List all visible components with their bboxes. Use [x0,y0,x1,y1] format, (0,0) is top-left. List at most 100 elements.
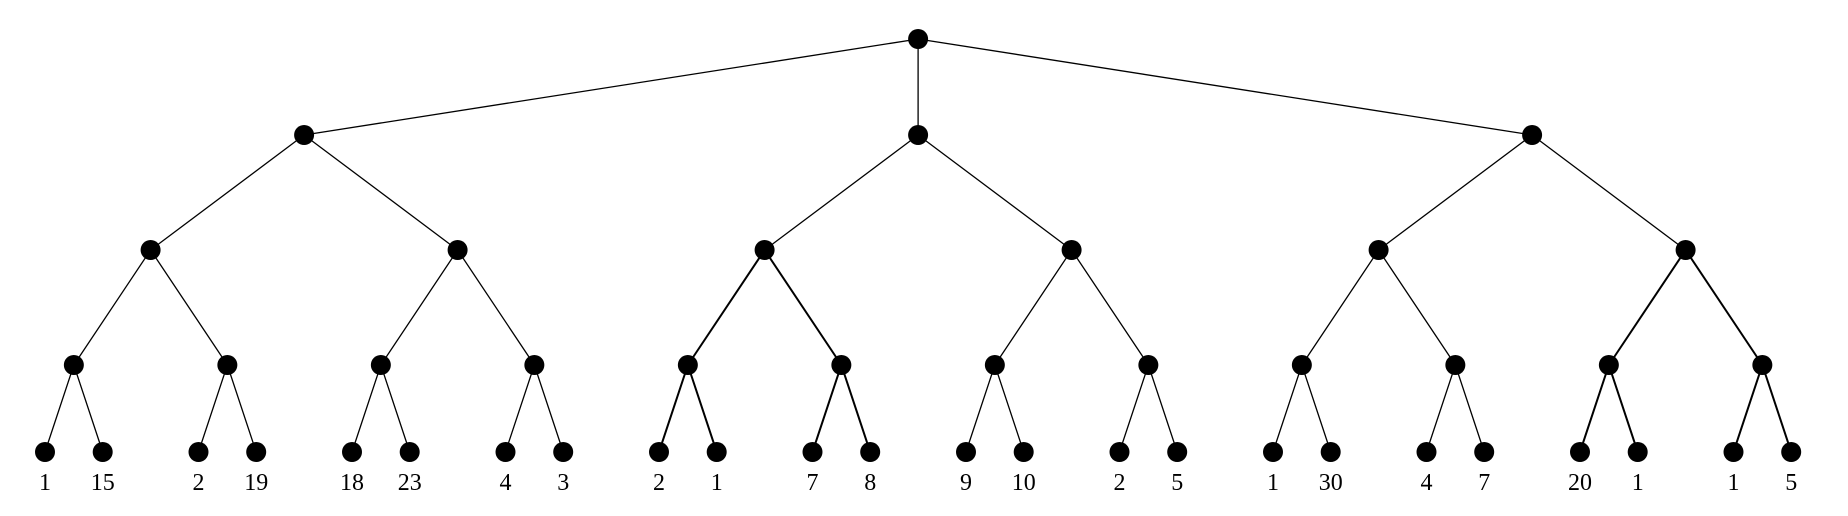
tree-edge [1579,364,1610,453]
leaf-value-label: 30 [1319,470,1343,496]
tree-nodes [35,29,1802,462]
tree-edge [994,249,1073,366]
tree-edge [811,364,843,453]
tree-edge [686,364,718,453]
tree-edge [1071,249,1149,366]
tree-edge [1301,249,1380,366]
leaf-value-label: 5 [1171,470,1183,496]
leaf-value-label: 2 [1114,470,1126,496]
tree-edge [226,364,257,453]
tree-node [63,355,84,375]
leaf-value-label: 9 [960,470,972,496]
leaf-node [553,442,574,462]
tree-edge [73,249,152,366]
tree-node [677,355,698,375]
tree-edge [1454,364,1485,453]
tree-edge [73,364,104,453]
leaf-value-label: 7 [807,470,819,496]
leaf-node [1627,442,1648,462]
leaf-value-label: 4 [1421,470,1433,496]
leaf-value-label: 18 [340,470,364,496]
tree-node [1061,240,1082,260]
tree-node [1445,355,1466,375]
tree-edge [150,249,228,366]
tree-node [1675,240,1696,260]
leaf-node [1416,442,1437,462]
tree-edge [1761,364,1793,453]
tree-edge [764,134,919,251]
tree-edge [1378,134,1533,251]
tree-node [370,355,391,375]
leaf-node [35,442,55,462]
tree-edge [380,249,459,366]
tree-edge [1378,249,1456,366]
tree-edge [457,249,535,366]
tree-edge [687,249,766,366]
tree-node [1522,125,1543,145]
leaf-value-label: 15 [91,470,115,496]
tree-edge [504,364,535,453]
leaf-node [246,442,267,462]
tree-edge [380,364,411,453]
tree-edge [1531,134,1686,251]
tree-edge [1425,364,1456,453]
tree-edge [1608,249,1687,366]
tree-edge [840,364,872,453]
leaf-node [1013,442,1034,462]
leaf-node [399,442,420,462]
leaf-value-label: 1 [1728,470,1740,496]
leaf-value-label: 23 [398,470,422,496]
leaf-node [495,442,516,462]
tree-edge [1272,364,1303,453]
leaf-value-label: 19 [244,470,268,496]
leaf-node [1570,442,1590,462]
leaf-value-label: 2 [653,470,665,496]
tree-node [524,355,545,375]
tree-edge [763,249,843,366]
leaf-value-label: 4 [500,470,512,496]
leaf-node [1263,442,1283,462]
tree-node [984,355,1005,375]
leaf-node [860,442,881,462]
leaf-node [649,442,669,462]
leaf-node [802,442,823,462]
tree-node [1598,355,1619,375]
tree-edge [1732,364,1764,453]
leaf-value-label: 20 [1568,470,1592,496]
tree-edge [1118,364,1149,453]
tree-edges [44,38,1793,453]
tree-edge [44,364,75,453]
tree-edge [303,38,919,136]
leaf-value-label: 2 [193,470,205,496]
tree-edge [1607,364,1639,453]
tree-edge [1684,249,1764,366]
tree-node [1752,355,1773,375]
leaf-node [1723,442,1744,462]
tree-edge [1147,364,1178,453]
tree-edge [303,134,458,251]
leaf-node [1320,442,1341,462]
leaf-value-label: 1 [1632,470,1644,496]
leaf-node [92,442,113,462]
tree-edge [917,38,1533,136]
tree-node [1368,240,1389,260]
tree-node [1291,355,1312,375]
tree-edge [1301,364,1332,453]
tree-edge [197,364,228,453]
leaf-value-label: 1 [39,470,51,496]
leaf-value-label: 3 [557,470,569,496]
leaf-value-label: 1 [1267,470,1279,496]
tree-node [294,125,315,145]
tree-edge [994,364,1025,453]
tree-node [140,240,161,260]
leaf-node [342,442,362,462]
tree-node [217,355,238,375]
tree-node [754,240,775,260]
tree-node [908,125,929,145]
leaf-node [1781,442,1802,462]
leaf-node [706,442,727,462]
leaf-value-label: 7 [1478,470,1490,496]
tree-node [1138,355,1159,375]
